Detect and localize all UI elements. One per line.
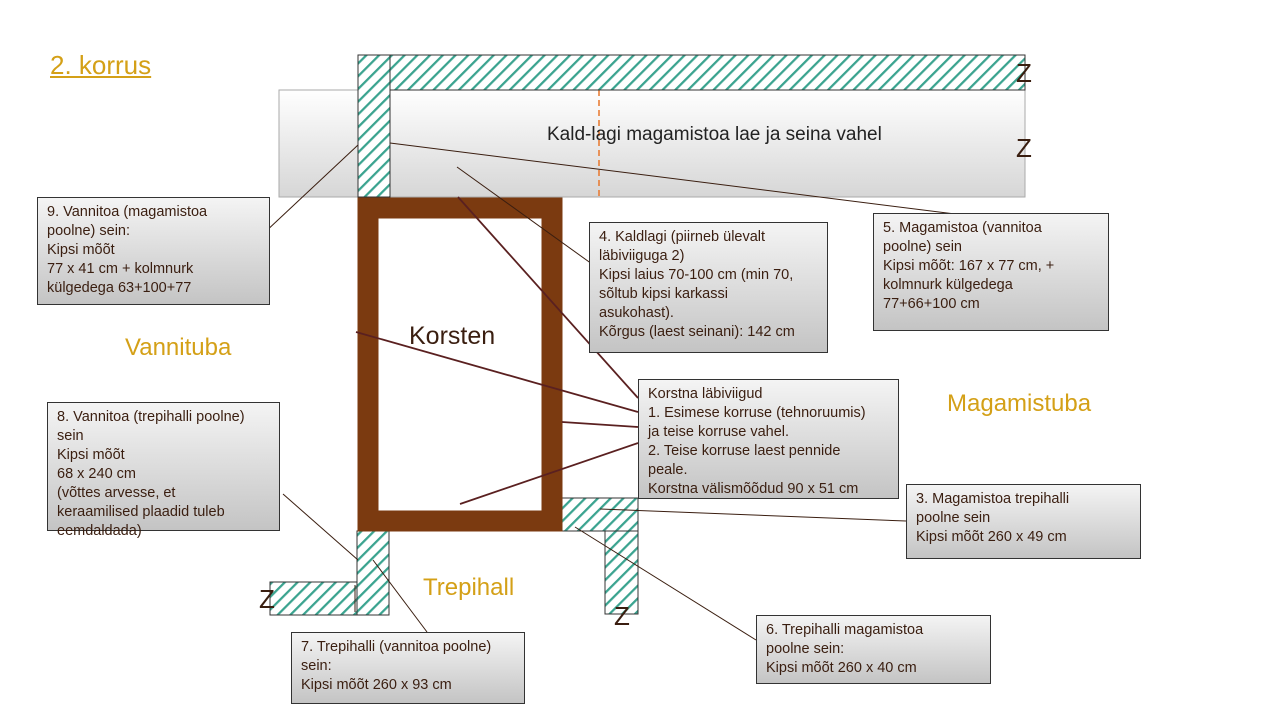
page-title: 2. korrus <box>50 50 152 80</box>
room-label-vannituba: Vannituba <box>125 334 232 361</box>
callout-line: 1. Esimese korruse (tehnoruumis) <box>648 405 866 421</box>
z-mark-top: Z <box>1016 58 1032 88</box>
leader-9 <box>262 144 359 235</box>
callout-line: asukohast). <box>599 305 674 321</box>
left-vertical-wall <box>357 54 391 198</box>
leader-3 <box>599 508 907 522</box>
callout-line: külgedega 63+100+77 <box>47 280 192 296</box>
z-mark-left: Z <box>259 584 275 614</box>
callout-line: sein: <box>301 658 332 674</box>
callout-5-bedroom-wall: 5. Magamistoa (vannitoa poolne) sein Kip… <box>873 213 1109 331</box>
chimney-leader-3 <box>561 421 639 428</box>
callout-line: 77 x 41 cm + kolmnurk <box>47 261 194 277</box>
callout-line: poolne) sein: <box>47 223 131 239</box>
callout-line: ja teise korruse vahel. <box>648 424 790 440</box>
room-label-trepihall: Trepihall <box>423 574 515 601</box>
z-mark-right: Z <box>1016 133 1032 163</box>
callout-line: (võttes arvesse, et <box>57 485 176 501</box>
lower-left-wall <box>356 530 390 616</box>
callout-line: 68 x 240 cm <box>57 466 136 482</box>
callout-line: Kipsi laius 70-100 cm (min 70, <box>599 267 794 283</box>
callout-line: 77+66+100 cm <box>883 296 980 312</box>
chimney-label: Korsten <box>409 322 496 350</box>
z-mark-bottom: Z <box>614 601 630 631</box>
leader-5 <box>389 142 956 215</box>
callout-line: poolne sein <box>916 510 991 526</box>
chimney-leader-lines <box>355 196 639 505</box>
callout-line: 9. Vannitoa (magamistoa <box>47 204 208 220</box>
callout-line: poolne) sein <box>883 239 962 255</box>
right-vertical-wall <box>604 530 639 615</box>
callout-line: Korstna välismõõdud 90 x 51 cm <box>648 481 859 497</box>
leader-7 <box>372 559 428 633</box>
right-horizontal-wall <box>561 497 639 532</box>
callout-line: Kipsi mõõt 260 x 49 cm <box>916 529 1067 545</box>
sloped-ceiling-band <box>278 89 1026 198</box>
leader-8 <box>282 493 359 561</box>
callout-9-bathroom-wall: 9. Vannitoa (magamistoa poolne) sein: Ki… <box>37 197 270 305</box>
callout-line: sein <box>57 428 84 444</box>
chimney-leader-4 <box>459 442 639 505</box>
callout-line: 4. Kaldlagi (piirneb ülevalt <box>599 229 766 245</box>
callout-line: Kipsi mõõt 260 x 93 cm <box>301 677 452 693</box>
callout-line: 2. Teise korruse laest pennide <box>648 443 841 459</box>
callout-line: eemdaldada) <box>57 523 142 539</box>
callout-line: kolmnurk külgedega <box>883 277 1013 293</box>
callout-4-sloped-ceiling: 4. Kaldlagi (piirneb ülevalt läbiviiguga… <box>589 222 828 353</box>
leader-6 <box>574 526 757 641</box>
leader-4 <box>456 166 593 265</box>
callout-line: 3. Magamistoa trepihalli <box>916 491 1070 507</box>
callout-chimney-passthroughs: Korstna läbiviigud 1. Esimese korruse (t… <box>638 379 899 499</box>
callout-line: Kipsi mõõt <box>47 242 115 258</box>
room-label-magamistuba: Magamistuba <box>947 390 1092 417</box>
callout-line: sõltub kipsi karkassi <box>599 286 728 302</box>
callout-line: 5. Magamistoa (vannitoa <box>883 220 1042 236</box>
chimney-leader-2 <box>457 196 639 399</box>
callout-line: poolne sein: <box>766 641 845 657</box>
callout-line: 8. Vannitoa (trepihalli poolne) <box>57 409 245 425</box>
callout-line: keraamilised plaadid tuleb <box>57 504 225 520</box>
leader-lines <box>262 142 956 641</box>
callout-line: Kipsi mõõt 260 x 40 cm <box>766 660 917 676</box>
top-wall <box>357 54 1026 91</box>
callout-line: 6. Trepihalli magamistoa <box>766 622 924 638</box>
callout-line: läbiviiguga 2) <box>599 248 685 264</box>
sloped-ceiling-label: Kald-lagi magamistoa lae ja seina vahel <box>547 124 882 145</box>
callout-3-bedroom-stairhall-wall: 3. Magamistoa trepihalli poolne sein Kip… <box>906 484 1141 559</box>
callout-line: 7. Trepihalli (vannitoa poolne) <box>301 639 492 655</box>
callout-6-stairhall-bedroom-wall: 6. Trepihalli magamistoa poolne sein: Ki… <box>756 615 991 684</box>
callout-line: Kipsi mõõt: 167 x 77 cm, + <box>883 258 1055 274</box>
lower-left-stub-wall <box>269 581 358 616</box>
chimney-leader-1 <box>355 331 639 413</box>
callout-line: Kipsi mõõt <box>57 447 125 463</box>
callout-line: Korstna läbiviigud <box>648 386 763 402</box>
callout-line: peale. <box>648 462 688 478</box>
callout-8-bathroom-stairhall-wall: 8. Vannitoa (trepihalli poolne) sein Kip… <box>47 402 280 539</box>
callout-line: Kõrgus (laest seinani): 142 cm <box>599 324 795 340</box>
chimney <box>357 197 563 532</box>
callout-7-stairhall-bath-wall: 7. Trepihalli (vannitoa poolne) sein: Ki… <box>291 632 525 704</box>
